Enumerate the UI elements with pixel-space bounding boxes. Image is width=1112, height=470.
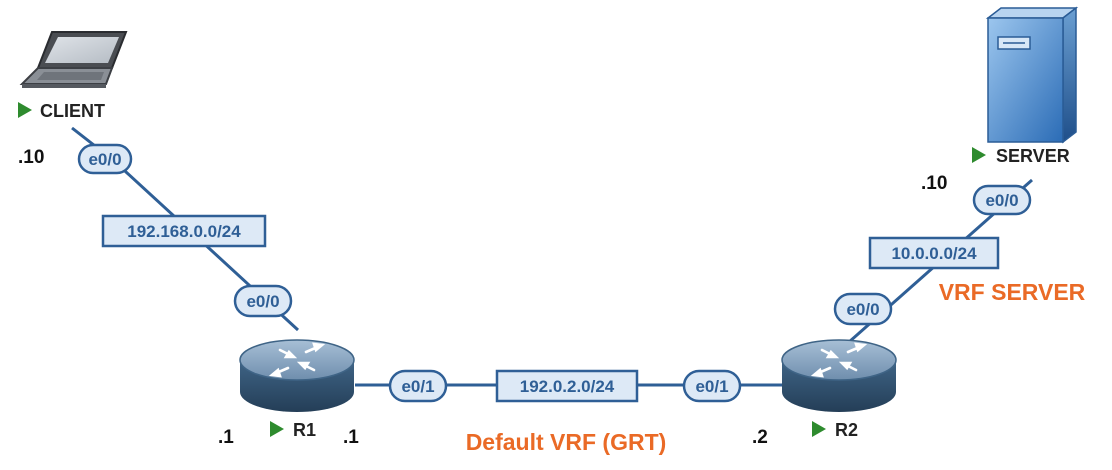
client-marker-icon	[18, 102, 32, 118]
client-label: CLIENT	[40, 101, 105, 121]
server-label: SERVER	[996, 146, 1070, 166]
default-vrf-zone-label: Default VRF (GRT)	[466, 429, 667, 455]
r2-label: R2	[835, 420, 858, 440]
server-icon[interactable]	[985, 6, 1079, 144]
router-icon[interactable]	[781, 339, 897, 412]
r2-e00-interface-pill: e0/0	[833, 292, 893, 326]
r2-e00-interface-label: e0/0	[846, 300, 879, 319]
server-interface-pill: e0/0	[972, 184, 1032, 216]
r2-e01-interface-pill: e0/1	[682, 369, 742, 403]
vrf-server-zone-label: VRF SERVER	[939, 279, 1086, 305]
server-interface-label: e0/0	[985, 191, 1018, 210]
r1-e00-interface-label: e0/0	[246, 292, 279, 311]
client-ip: .10	[18, 147, 44, 168]
client-interface-pill: e0/0	[77, 143, 133, 175]
r1-ip-right: .1	[343, 427, 359, 448]
server-ip: .10	[921, 173, 947, 194]
server-marker-icon	[972, 147, 986, 163]
laptop-icon[interactable]	[19, 31, 128, 88]
router-icon[interactable]	[239, 339, 355, 412]
r1-ip-left: .1	[218, 427, 234, 448]
subnet-r1-r2-label: 192.0.2.0/24	[520, 377, 615, 396]
r1-e00-interface-pill: e0/0	[233, 284, 293, 318]
subnet-client-r1-box: 192.168.0.0/24	[101, 214, 267, 248]
subnet-r1-r2-box: 192.0.2.0/24	[495, 369, 639, 403]
subnet-r2-server-label: 10.0.0.0/24	[891, 244, 977, 263]
r1-label: R1	[293, 420, 316, 440]
r2-e01-interface-label: e0/1	[695, 377, 728, 396]
subnet-r2-server-box: 10.0.0.0/24	[868, 236, 1000, 270]
r2-ip: .2	[752, 427, 768, 448]
r1-marker-icon	[270, 421, 284, 437]
subnet-client-r1-label: 192.168.0.0/24	[127, 222, 241, 241]
r2-marker-icon	[812, 421, 826, 437]
client-interface-label: e0/0	[88, 150, 121, 169]
r1-e01-interface-label: e0/1	[401, 377, 434, 396]
r1-e01-interface-pill: e0/1	[388, 369, 448, 403]
